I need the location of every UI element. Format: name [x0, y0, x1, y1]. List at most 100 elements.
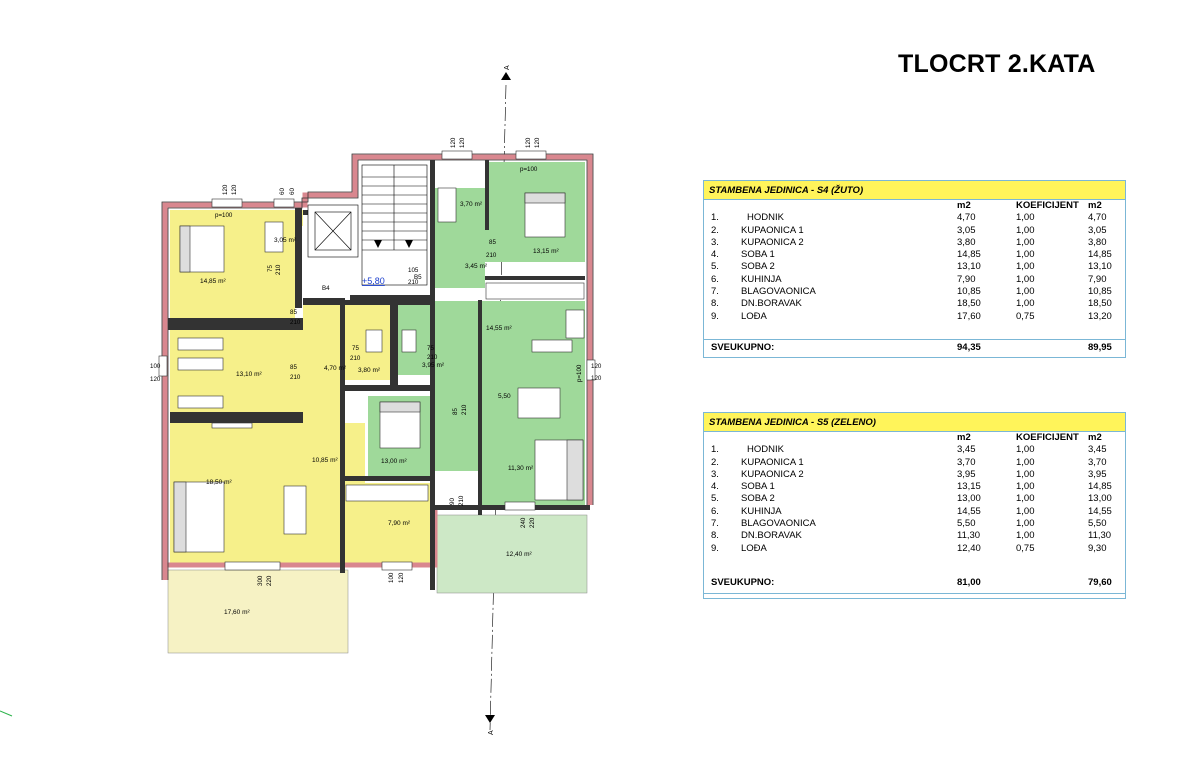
row-result: 9,30: [1088, 542, 1107, 554]
dimension-label: 210: [461, 404, 468, 415]
floor-plan: 14,85 m² 3,05 m² 13,10 m² 4,70 m² 3,80 m…: [0, 65, 602, 735]
dimension-label: 60: [279, 188, 286, 195]
total-result: 79,60: [1088, 576, 1112, 588]
col-m2-result: m2: [1088, 432, 1102, 443]
row-name: LOĐA: [741, 542, 767, 554]
row-m2: 3,05: [957, 224, 976, 236]
row-number: 3.: [711, 468, 719, 480]
s4-loggia: [167, 569, 349, 654]
row-number: 4.: [711, 249, 719, 261]
dimension-label: 210: [458, 495, 465, 506]
row-m2: 14,85: [957, 249, 981, 261]
row-m2: 3,70: [957, 456, 976, 468]
dimension-label: 75: [427, 345, 434, 352]
row-m2: 13,00: [957, 493, 981, 505]
row-name: KUHINJA: [741, 505, 782, 517]
total-result: 89,95: [1088, 341, 1112, 353]
room-label: 10,85 m²: [312, 457, 338, 464]
row-number: 6.: [711, 505, 719, 517]
stair-arrow-icon: [405, 240, 413, 248]
row-name: HODNIK: [747, 444, 784, 456]
row-number: 9.: [711, 310, 719, 322]
row-m2: 11,30: [957, 530, 981, 542]
row-result: 3,70: [1088, 456, 1107, 468]
row-number: 8.: [711, 530, 719, 542]
row-koeficijent: 1,00: [1016, 212, 1035, 224]
total-label: SVEUKUPNO:: [711, 341, 775, 353]
row-name: SOBA 1: [741, 249, 775, 261]
dimension-label: 100: [388, 572, 395, 583]
row-number: 5.: [711, 261, 719, 273]
row-result: 18,50: [1088, 298, 1112, 310]
dimension-label: 85: [489, 239, 496, 246]
row-koeficijent: 0,75: [1016, 542, 1035, 554]
row-result: 4,70: [1088, 212, 1107, 224]
row-number: 8.: [711, 298, 719, 310]
row-result: 3,45: [1088, 444, 1107, 456]
row-koeficijent: 1,00: [1016, 493, 1035, 505]
row-m2: 18,50: [957, 298, 981, 310]
row-number: 2.: [711, 456, 719, 468]
dimension-label: p=100: [576, 364, 583, 382]
row-name: KUHINJA: [741, 273, 782, 285]
row-m2: 13,15: [957, 481, 981, 493]
dimension-label: 210: [408, 279, 419, 286]
col-m2-result: m2: [1088, 200, 1102, 211]
dimension-label: 120: [591, 363, 602, 370]
dimension-label: 120: [150, 376, 161, 383]
dimension-label: 120: [459, 137, 466, 148]
room-label: 3,45 m²: [465, 263, 488, 270]
dimension-label: 220: [529, 517, 536, 528]
room-label: 7,90 m²: [388, 520, 411, 527]
dimension-label: 210: [290, 319, 301, 326]
row-result: 13,20: [1088, 310, 1112, 322]
dimension-label: 120: [591, 375, 602, 382]
dimension-label: 120: [222, 184, 229, 195]
col-koeficijent: KOEFICIJENT: [1016, 432, 1079, 443]
row-m2: 3,95: [957, 468, 976, 480]
dimension-label: 210: [486, 252, 497, 259]
row-name: SOBA 2: [741, 261, 775, 273]
row-name: KUPAONICA 1: [741, 224, 804, 236]
room-label: 13,15 m²: [533, 248, 559, 255]
row-result: 14,85: [1088, 481, 1112, 493]
row-koeficijent: 1,00: [1016, 273, 1035, 285]
row-koeficijent: 1,00: [1016, 530, 1035, 542]
row-number: 3.: [711, 236, 719, 248]
dimension-label: 85: [290, 364, 297, 371]
row-result: 3,80: [1088, 236, 1107, 248]
row-name: KUPAONICA 2: [741, 468, 804, 480]
section-letter: A: [488, 730, 495, 735]
dimension-label: 120: [534, 137, 541, 148]
dimension-label: 120: [525, 137, 532, 148]
row-result: 10,85: [1088, 286, 1112, 298]
section-letter: A: [504, 65, 511, 70]
dimension-label: 90: [449, 498, 456, 505]
row-name: LOĐA: [741, 310, 767, 322]
s5-loggia: [436, 514, 588, 594]
room-label: 5,50: [498, 393, 511, 400]
dimension-label: 60: [289, 188, 296, 195]
room-label: 13,10 m²: [236, 371, 262, 378]
row-name: DN.BORAVAK: [741, 530, 802, 542]
dimension-label: B5: [414, 274, 422, 281]
row-result: 13,00: [1088, 493, 1112, 505]
dimension-label: 240: [520, 517, 527, 528]
stairwell: [307, 164, 428, 286]
dimension-label: 120: [231, 184, 238, 195]
page-title: TLOCRT 2.KATA: [898, 50, 1096, 78]
exterior-walls-inner: [161, 153, 594, 580]
total-label: SVEUKUPNO:: [711, 576, 775, 588]
dimension-label: 100: [150, 363, 161, 370]
row-result: 14,55: [1088, 505, 1112, 517]
room-label: 14,55 m²: [486, 325, 512, 332]
stair-arrow-icon: [374, 240, 382, 248]
